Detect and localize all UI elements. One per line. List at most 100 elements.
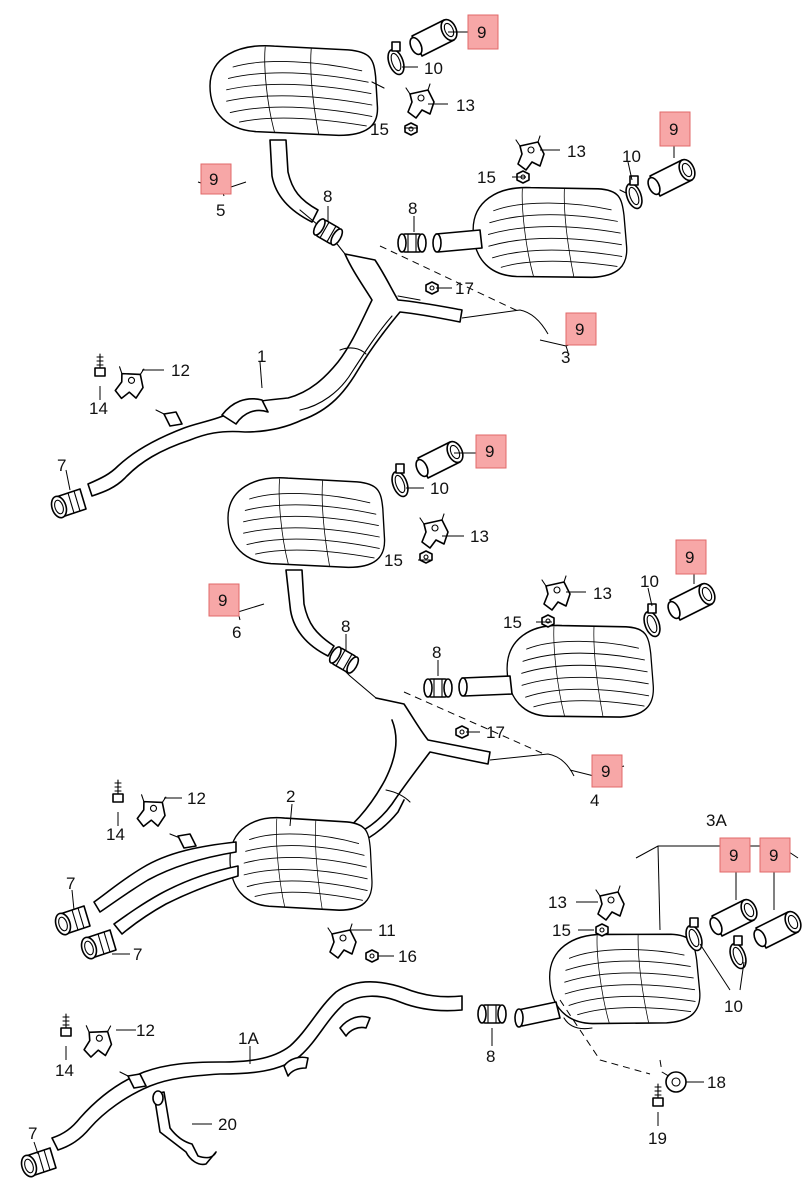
label-8-c: 8 — [341, 617, 350, 636]
label-13-d: 13 — [593, 584, 612, 603]
label-3: 3 — [561, 348, 570, 367]
muffler-rear-left-6 — [227, 476, 386, 657]
label-15-e: 15 — [552, 921, 571, 940]
nut-15-c — [419, 550, 433, 564]
label-7-c: 7 — [133, 945, 142, 964]
label-5: 5 — [216, 201, 225, 220]
callout-9-e[interactable]: 9 — [475, 434, 507, 469]
clamp-ring-10-f — [726, 935, 750, 972]
bracket-12-a — [111, 362, 149, 404]
label-13-c: 13 — [470, 527, 489, 546]
svg-text:9: 9 — [685, 548, 694, 567]
tail-pipe-9-e — [706, 896, 761, 938]
tail-pipe-9-c — [412, 438, 467, 480]
nut-15-a — [404, 122, 418, 136]
callout-9-i[interactable]: 9 — [719, 837, 751, 873]
label-10-a: 10 — [424, 59, 443, 78]
svg-text:9: 9 — [729, 846, 738, 865]
bracket-13-d — [541, 575, 571, 611]
tail-pipe-9-f — [750, 908, 805, 950]
svg-text:9: 9 — [575, 320, 584, 339]
bracket-13-b — [515, 135, 545, 171]
svg-text:9: 9 — [477, 23, 486, 42]
bolt-14-a — [94, 353, 106, 377]
bolt-14-b — [112, 779, 124, 803]
clamp-ring-10-b — [622, 175, 646, 212]
label-13-b: 13 — [567, 142, 586, 161]
label-14-b: 14 — [106, 825, 125, 844]
bracket-13-c — [419, 513, 449, 549]
label-7-d: 7 — [28, 1124, 37, 1143]
muffler-rear-right-3 — [432, 182, 633, 283]
bolt-19 — [652, 1083, 664, 1107]
label-10-b: 10 — [622, 147, 641, 166]
label-15-a: 15 — [370, 120, 389, 139]
bracket-12-b — [133, 790, 171, 832]
clamp-7-a — [48, 488, 87, 521]
label-6: 6 — [232, 623, 241, 642]
front-pipe-1A — [51, 980, 463, 1166]
clamp-ring-10-a — [384, 41, 408, 78]
label-1A: 1A — [238, 1029, 259, 1048]
callout-9-a[interactable]: 9 — [467, 14, 499, 50]
svg-text:9: 9 — [769, 846, 778, 865]
callout-9-j[interactable]: 9 — [759, 837, 791, 873]
label-12-c: 12 — [136, 1021, 155, 1040]
nut-16 — [365, 949, 379, 963]
label-7-b: 7 — [66, 874, 75, 893]
label-14-a: 14 — [89, 399, 108, 418]
label-2: 2 — [286, 787, 295, 806]
bracket-13-e — [595, 885, 625, 921]
tail-pipe-9-b — [644, 156, 699, 198]
callout-9-c[interactable]: 9 — [200, 163, 232, 195]
label-13-e: 13 — [548, 893, 567, 912]
label-15-b: 15 — [477, 168, 496, 187]
callout-9-f[interactable]: 9 — [675, 539, 707, 575]
svg-text:9: 9 — [218, 591, 227, 610]
y-pipe-1 — [87, 209, 463, 497]
clamp-7-c — [78, 929, 117, 962]
label-17-a: 17 — [455, 279, 474, 298]
callout-9-d[interactable]: 9 — [565, 312, 597, 346]
label-20: 20 — [218, 1115, 237, 1134]
label-10-d: 10 — [640, 572, 659, 591]
label-8-d: 8 — [432, 643, 441, 662]
label-15-c: 15 — [384, 551, 403, 570]
clamp-8-e — [477, 1004, 507, 1024]
label-19: 19 — [648, 1129, 667, 1148]
svg-text:9: 9 — [485, 442, 494, 461]
clamp-8-d — [423, 678, 453, 698]
label-7-a: 7 — [57, 456, 66, 475]
label-10-c: 10 — [430, 479, 449, 498]
label-8-b: 8 — [408, 199, 417, 218]
bracket-11 — [327, 923, 357, 959]
svg-text:9: 9 — [209, 170, 218, 189]
bracket-12-c — [80, 1021, 116, 1061]
y-pipe-with-center-muffler-2 — [93, 655, 491, 935]
muffler-rear-3A — [514, 927, 702, 1031]
label-17-b: 17 — [486, 723, 505, 742]
callout-9-b[interactable]: 9 — [659, 111, 691, 147]
label-1: 1 — [257, 347, 266, 366]
label-13-a: 13 — [456, 96, 475, 115]
callout-9-g[interactable]: 9 — [208, 583, 240, 617]
bracket-13-a — [405, 83, 435, 119]
tail-pipe-9-d — [664, 580, 719, 622]
callout-9-h[interactable]: 9 — [591, 754, 623, 788]
tail-pipe-9-a — [406, 16, 461, 58]
label-3A: 3A — [706, 811, 727, 830]
label-8-e: 8 — [486, 1047, 495, 1066]
label-12-b: 12 — [187, 789, 206, 808]
muffler-rear-left-5 — [209, 44, 385, 223]
hanger-18 — [659, 1059, 687, 1093]
label-4: 4 — [590, 791, 599, 810]
label-12-a: 12 — [171, 361, 190, 380]
svg-text:9: 9 — [601, 762, 610, 781]
label-8-a: 8 — [323, 187, 332, 206]
muffler-rear-right-4 — [458, 620, 655, 723]
label-16: 16 — [398, 947, 417, 966]
label-11: 11 — [378, 921, 396, 940]
bolt-14-c — [60, 1013, 72, 1037]
nut-15-e — [595, 923, 609, 937]
